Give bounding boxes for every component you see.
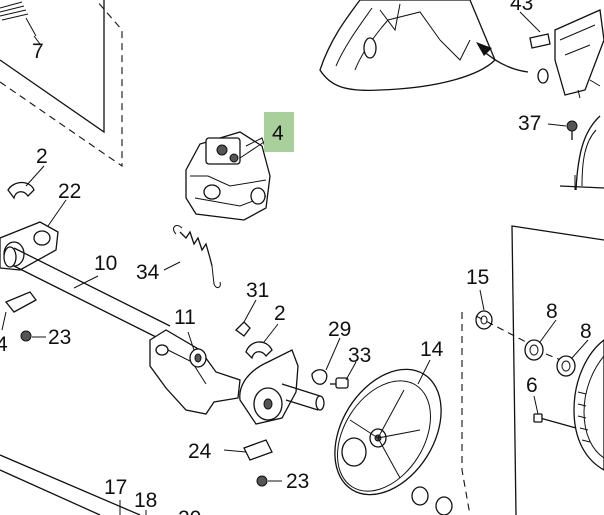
arrow-head (476, 42, 492, 56)
label-15: 15 (466, 266, 489, 289)
bracket-part (529, 9, 604, 99)
bushing-part-8b (556, 355, 576, 377)
label-4-left: 4 (0, 333, 8, 356)
label-14: 14 (420, 338, 444, 361)
label-11: 11 (174, 306, 196, 329)
washer-part-29 (311, 369, 328, 385)
label-2-left: 2 (36, 145, 48, 168)
label-8-first: 8 (546, 300, 558, 323)
label-22: 22 (58, 180, 81, 203)
label-6: 6 (526, 374, 538, 397)
washer-part-11 (189, 348, 207, 368)
label-17: 17 (104, 476, 127, 499)
bolt-part-33 (330, 377, 349, 389)
gear-housing-part-4 (185, 131, 271, 221)
handle-assembly (319, 0, 496, 92)
bushing-part-8a (524, 339, 544, 361)
height-bracket (149, 329, 241, 415)
label-33: 33 (348, 344, 371, 367)
clip-part-2-left (7, 181, 35, 200)
leader-lines (1, 11, 589, 482)
label-34: 34 (136, 261, 160, 284)
label-23-bottom: 23 (286, 470, 309, 493)
deck-edge (0, 454, 147, 515)
label-43: 43 (510, 0, 533, 15)
clip-part-24 (243, 439, 273, 461)
part-4-highlight (264, 112, 294, 152)
wheel-hub-bracket (239, 349, 325, 425)
label-10: 10 (94, 252, 117, 275)
axle-rod-10 (3, 246, 171, 341)
washer-part-15 (475, 310, 493, 330)
screw-part-6 (533, 413, 577, 429)
label-29: 29 (328, 318, 351, 341)
clip-part-2-mid (245, 341, 273, 360)
label-23-left: 23 (48, 326, 71, 349)
label-4-highlighted: 4 (272, 122, 284, 145)
label-31: 31 (246, 279, 269, 302)
label-37: 37 (518, 112, 541, 135)
label-24: 24 (188, 440, 212, 463)
right-wheel-panel (511, 225, 604, 515)
label-20: 20 (178, 507, 201, 515)
spring-part-34 (173, 225, 221, 289)
clip-part-31 (235, 321, 251, 337)
label-18: 18 (134, 489, 157, 512)
label-2-mid: 2 (274, 302, 286, 325)
screw-part-23b (256, 475, 268, 487)
label-7: 7 (32, 40, 44, 63)
wheel-part-14 (334, 368, 453, 515)
bolt-37 (566, 120, 578, 140)
label-8-second: 8 (580, 320, 592, 343)
screw-part-23a (20, 330, 32, 342)
clip-part-4-left (4, 291, 37, 313)
grass-bag-panel (0, 0, 123, 168)
